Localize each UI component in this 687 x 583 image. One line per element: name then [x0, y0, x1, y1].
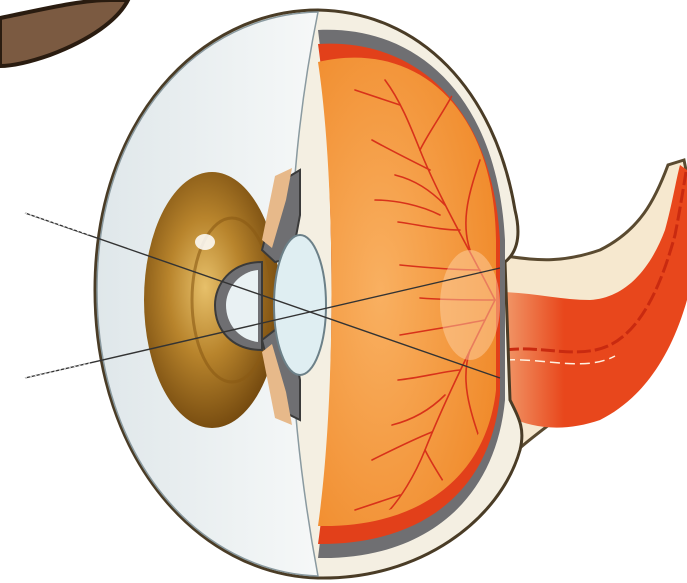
lens	[274, 235, 326, 375]
iris-highlight	[195, 234, 215, 250]
optic-nerve	[498, 160, 687, 452]
eyelid-shape	[0, 0, 128, 66]
optic-disc	[440, 250, 500, 360]
